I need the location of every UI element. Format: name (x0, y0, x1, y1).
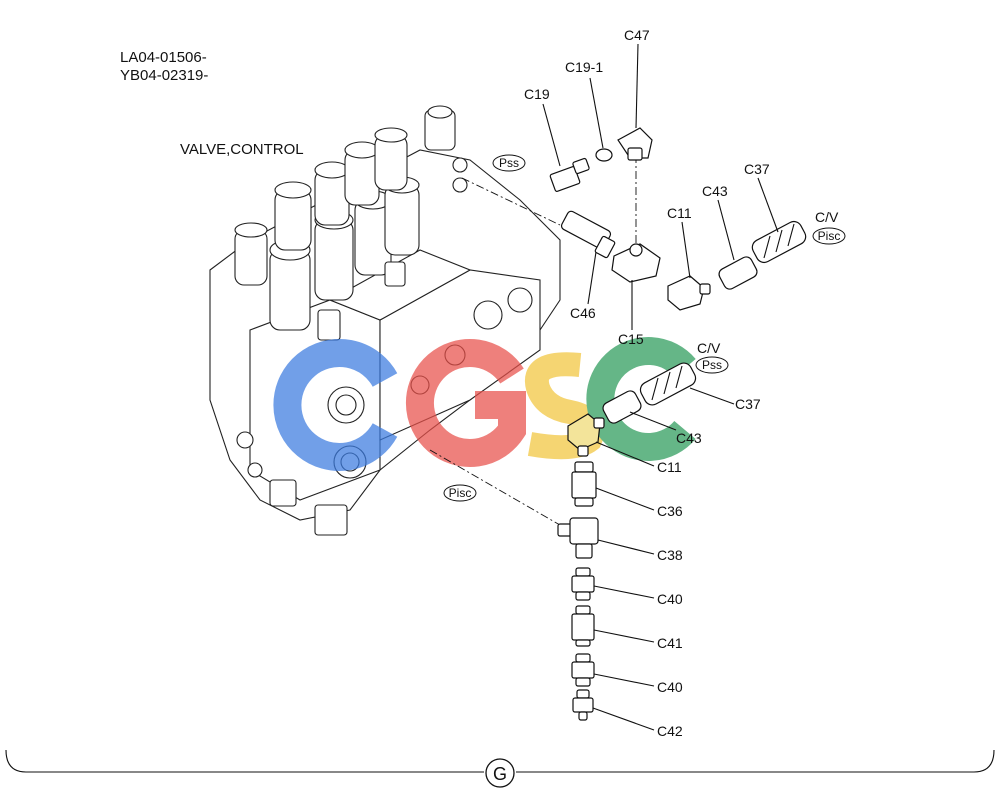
label-c19-1: C19-1 (565, 59, 603, 75)
part-c15 (611, 243, 661, 283)
connection-lines (429, 155, 637, 526)
label-c15: C15 (618, 331, 644, 347)
label-c38: C38 (657, 547, 683, 563)
part-c43-lower (602, 390, 642, 424)
watermark-letter-c1 (273, 339, 398, 471)
part-c42 (572, 689, 594, 721)
label-c37-upper: C37 (744, 161, 770, 177)
section-footer: G (5, 749, 995, 788)
label-c19: C19 (524, 86, 550, 102)
watermark-letter-g (405, 339, 526, 467)
section-marker: G (493, 764, 507, 784)
port-bubble-pisc-bottom: Pisc (443, 484, 477, 502)
part-c40-a (571, 567, 595, 601)
part-c40-b (571, 653, 595, 687)
serial-number-1: LA04-01506- (120, 49, 207, 66)
label-c11-lower: C11 (657, 459, 682, 475)
part-c11-lower (567, 413, 605, 457)
port-bubble-pss-top: Pss (492, 154, 526, 172)
label-c43-lower: C43 (676, 430, 702, 446)
part-c19 (549, 157, 590, 192)
label-c42: C42 (657, 723, 683, 739)
part-c38 (557, 517, 599, 559)
watermark-letter-c2 (586, 337, 696, 461)
port-bubble-pisc-right: Pisc (812, 227, 846, 245)
diagram-title: VALVE,CONTROL (180, 141, 304, 158)
part-c47 (617, 127, 653, 161)
label-c37-lower: C37 (735, 396, 761, 412)
section-marker-circle (485, 758, 515, 788)
check-valve-label-upper: C/V (815, 209, 839, 225)
part-c41 (571, 605, 595, 647)
label-c47: C47 (624, 27, 650, 43)
label-c36: C36 (657, 503, 683, 519)
leader-lines (542, 43, 779, 731)
check-valve-label-lower: C/V (697, 340, 721, 356)
serial-number-2: YB04-02319- (120, 67, 208, 84)
label-c40-a: C40 (657, 591, 683, 607)
part-c11-upper (667, 275, 711, 311)
label-c46: C46 (570, 305, 596, 321)
part-c19-1 (595, 148, 613, 162)
svg-text:Pss: Pss (499, 156, 519, 170)
label-c43-upper: C43 (702, 183, 728, 199)
svg-text:Pisc: Pisc (449, 486, 472, 500)
part-c37-lower (639, 362, 697, 406)
part-c43-upper (718, 256, 758, 290)
svg-text:Pisc: Pisc (818, 229, 841, 243)
label-c11-upper: C11 (667, 205, 692, 221)
svg-text:Pss: Pss (702, 358, 722, 372)
part-c37-upper (751, 220, 807, 264)
part-c46 (560, 210, 616, 259)
label-c41: C41 (657, 635, 683, 651)
label-c40-b: C40 (657, 679, 683, 695)
part-c36 (571, 461, 597, 507)
port-bubble-pss-mid: Pss (695, 356, 729, 374)
